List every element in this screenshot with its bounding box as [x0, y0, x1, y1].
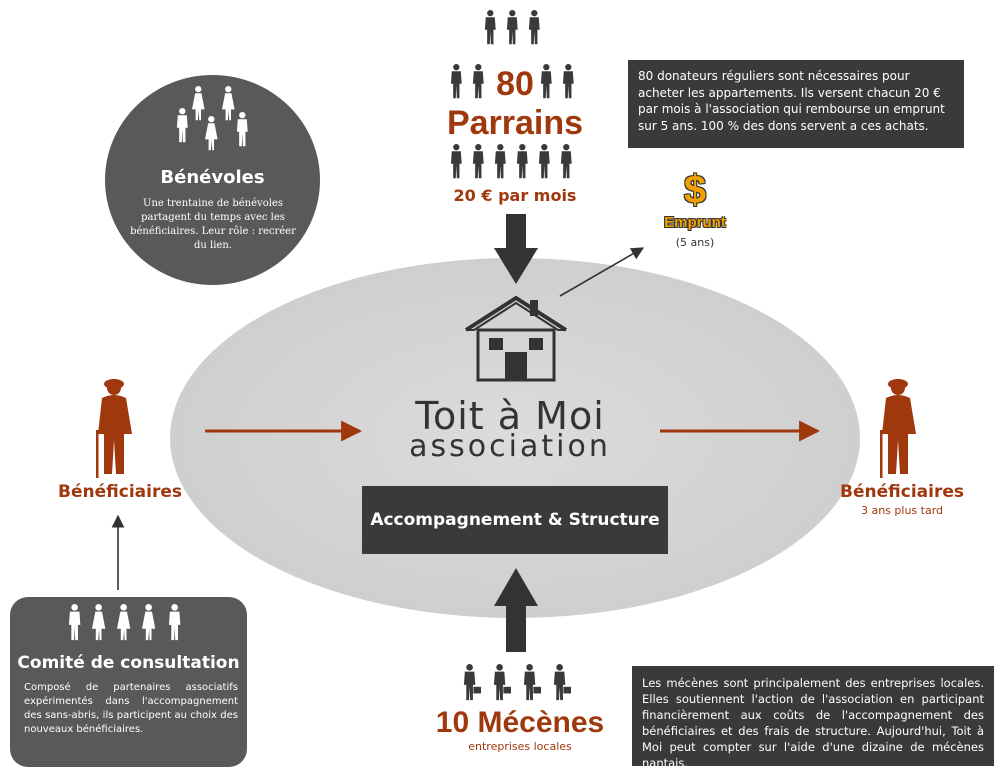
person-icon	[472, 144, 484, 179]
logo-sub: association	[409, 429, 611, 464]
dollar-icon: $	[683, 168, 707, 212]
comite-text: Composé de partenaires associatifs expér…	[24, 682, 238, 735]
parrains-amount: 20 € par mois	[453, 186, 577, 205]
parrains-label: Parrains	[446, 104, 584, 142]
businessman-icon	[463, 664, 481, 701]
person-icon	[450, 144, 462, 179]
emprunt-sub: (5 ans)	[675, 236, 715, 249]
person-icon	[506, 10, 518, 45]
elderly-person-icon	[96, 379, 132, 478]
emprunt-label: Emprunt	[664, 214, 726, 231]
businessman-icon	[493, 664, 511, 701]
parrains-count: 80	[496, 65, 534, 103]
person-icon	[560, 144, 572, 179]
mecenes-count: 10 Mécènes	[435, 706, 605, 739]
benevoles-text: Une trentaine de bénévoles partagent du …	[130, 198, 296, 251]
benevoles-circle: Bénévoles Une trentaine de bénévoles par…	[105, 75, 320, 285]
person-icon	[516, 144, 528, 179]
parrains-info-text: 80 donateurs réguliers sont nécessaires …	[638, 69, 945, 133]
mecenes-info-box: Les mécènes sont principalement des entr…	[632, 666, 994, 770]
businessman-icon	[553, 664, 571, 701]
structure-label: Accompagnement & Structure	[370, 510, 660, 530]
benevoles-title: Bénévoles	[160, 167, 265, 188]
comite-title: Comité de consultation	[17, 653, 240, 673]
beneficiaires-right-sub: 3 ans plus tard	[860, 504, 944, 517]
person-icon	[494, 144, 506, 179]
beneficiaires-left-label: Bénéficiaires	[58, 482, 182, 502]
mecenes-info-text: Les mécènes sont principalement des entr…	[642, 676, 984, 770]
businessman-icon	[523, 664, 541, 701]
parrains-info-box: 80 donateurs réguliers sont nécessaires …	[628, 60, 964, 148]
comite-box: Comité de consultation Composé de parten…	[10, 597, 247, 767]
structure-box: Accompagnement & Structure	[362, 486, 668, 554]
person-icon	[484, 10, 496, 45]
person-icon	[528, 10, 540, 45]
beneficiaires-right-label: Bénéficiaires	[840, 482, 964, 502]
logo-name: Toit à Moi	[415, 394, 605, 438]
elderly-person-icon	[880, 379, 916, 478]
person-icon	[538, 144, 550, 179]
mecenes-sub: entreprises locales	[468, 740, 572, 753]
